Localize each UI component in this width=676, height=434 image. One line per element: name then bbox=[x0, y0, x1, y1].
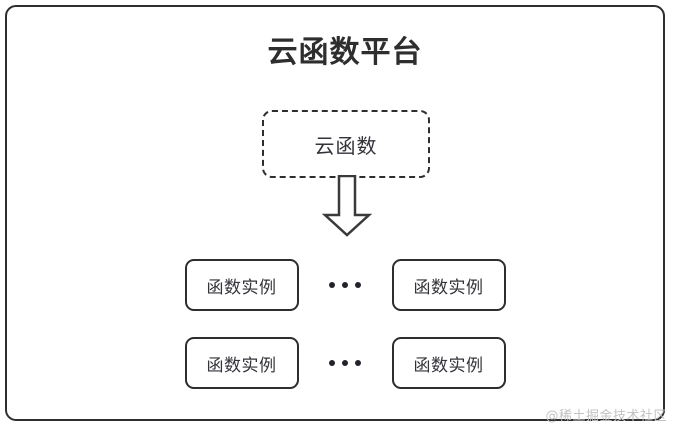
dot-icon bbox=[355, 282, 361, 288]
instance-row-1: 函数实例 函数实例 bbox=[7, 258, 676, 312]
cloud-function-node: 云函数 bbox=[262, 110, 430, 178]
function-instance-label: 函数实例 bbox=[413, 277, 484, 298]
function-instance-label: 函数实例 bbox=[413, 355, 484, 376]
function-instance-box: 函数实例 bbox=[391, 259, 506, 311]
cloud-function-platform-frame: 云函数平台 云函数 函数实例 函数实例 函数实例 bbox=[5, 5, 667, 424]
dot-icon bbox=[342, 360, 348, 366]
cloud-function-label: 云函数 bbox=[314, 133, 378, 158]
page-title: 云函数平台 bbox=[267, 35, 423, 70]
dot-icon bbox=[355, 360, 361, 366]
ellipsis-separator bbox=[299, 282, 392, 288]
ellipsis-separator bbox=[299, 360, 392, 366]
down-block-arrow-icon bbox=[319, 174, 375, 237]
function-instance-label: 函数实例 bbox=[206, 277, 277, 298]
dot-icon bbox=[342, 282, 348, 288]
function-instance-label: 函数实例 bbox=[206, 355, 277, 376]
function-instance-box: 函数实例 bbox=[391, 337, 506, 389]
dot-icon bbox=[329, 360, 335, 366]
function-instance-box: 函数实例 bbox=[184, 337, 299, 389]
watermark: @稀土掘金技术社区 bbox=[545, 409, 667, 424]
dot-icon bbox=[329, 282, 335, 288]
function-instance-box: 函数实例 bbox=[184, 259, 299, 311]
instance-row-2: 函数实例 函数实例 bbox=[7, 336, 676, 390]
